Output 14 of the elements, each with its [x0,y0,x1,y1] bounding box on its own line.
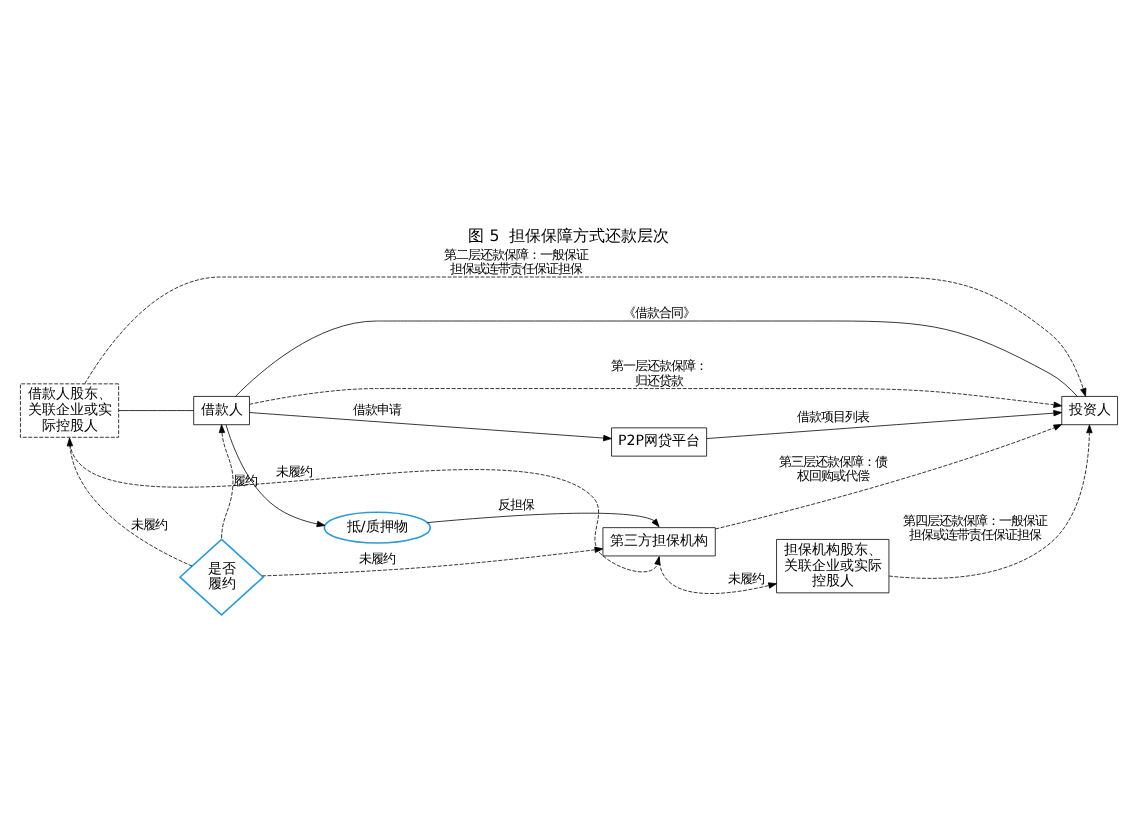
arrow [66,437,193,567]
arrow [225,424,326,528]
arrow [658,556,777,594]
connector [235,320,1078,397]
arrow [84,276,1087,397]
arrow [888,424,1093,579]
arrow [706,410,1063,439]
arrow [218,424,234,540]
connector [118,410,194,411]
arrow [261,546,604,577]
arrow [426,512,660,528]
arrow [249,388,1063,408]
arrow [715,424,1063,530]
arrow [249,412,612,442]
